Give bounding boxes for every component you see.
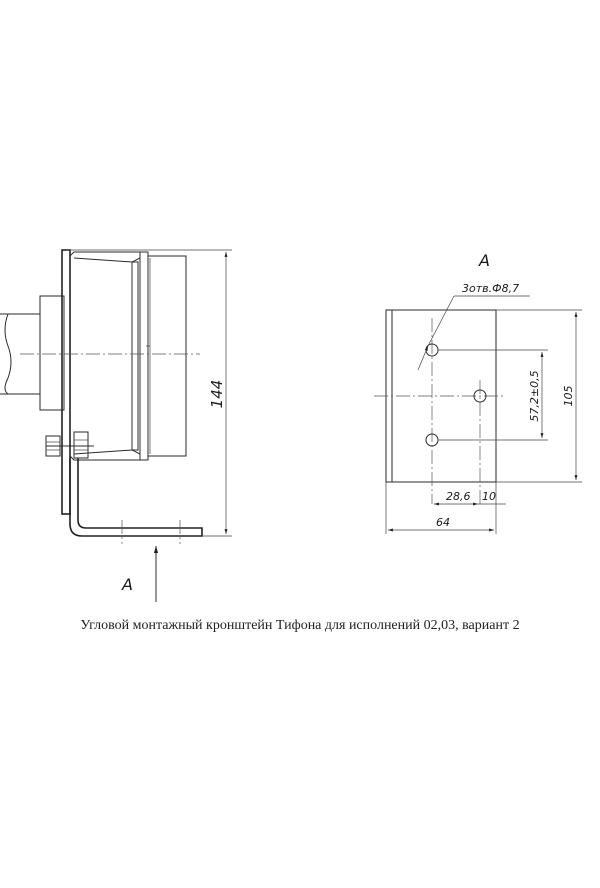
view-marker-left: А <box>121 575 133 594</box>
dim-hole-offset: 28,6 <box>446 490 471 503</box>
pole <box>0 313 40 395</box>
flange-plate <box>39 295 65 411</box>
plate-width-dimension: 64 <box>385 482 497 534</box>
bracket-vertical-plate <box>61 249 71 515</box>
dim-hole-edge: 10 <box>482 490 496 503</box>
siren-housing <box>69 251 187 461</box>
view-arrow: А <box>121 546 159 602</box>
figure-caption: Угловой монтажный кронштейн Тифона для и… <box>80 618 520 633</box>
height-dimension: 144 <box>66 249 232 537</box>
hole-right <box>473 389 487 403</box>
hole-callout: 3отв.Ф8,7 <box>417 282 530 371</box>
dim-hole-spacing: 57,2±0,5 <box>528 370 541 421</box>
bracket-l-shape <box>69 458 203 544</box>
side-view: 144 А <box>0 249 232 602</box>
view-a: А 3отв.Ф8,7 57,2±0,5 105 <box>374 251 582 534</box>
dim-overall-height: 144 <box>208 380 226 409</box>
hole-spacing-dimension: 57,2±0,5 <box>438 349 548 441</box>
plate-height-dimension: 105 <box>496 309 582 483</box>
dim-plate-height: 105 <box>562 386 575 407</box>
hole-offset-dimensions: 28,6 10 <box>434 482 506 510</box>
view-marker-right: А <box>478 251 490 270</box>
dim-hole-spec: 3отв.Ф8,7 <box>462 282 519 295</box>
dim-plate-width: 64 <box>436 516 450 529</box>
bolt-assembly <box>45 431 94 459</box>
